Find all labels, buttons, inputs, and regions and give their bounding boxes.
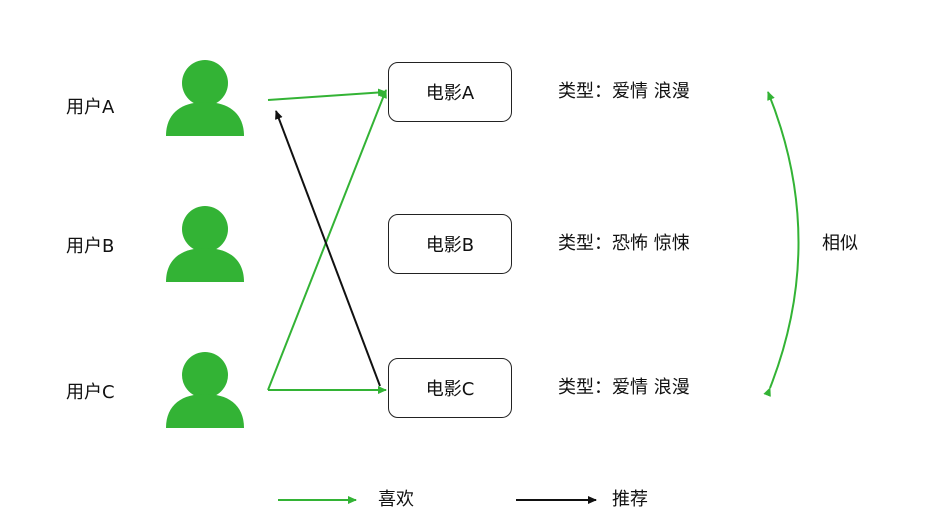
genre-label-c: 类型：爱情 浪漫 [558,377,690,398]
user-icon [166,60,244,136]
like-arrow-userC-movieA [267,89,387,391]
genre-label-a: 类型：爱情 浪漫 [558,81,690,102]
similar-label: 相似 [822,233,858,254]
similar-arc [763,91,800,397]
legend-recommend-label: 推荐 [612,489,648,510]
recommend-arrow-movieC-userA [275,110,381,387]
movie-label-a: 电影A [425,83,475,104]
user-icon [166,352,244,428]
movie-box-b: 电影B [388,214,512,274]
user-label-a: 用户A [66,97,115,118]
movie-label-b: 电影B [425,235,475,256]
user-label-b: 用户B [66,236,115,257]
movie-label-c: 电影C [425,379,475,400]
legend-like-label: 喜欢 [378,489,414,510]
user-icon [166,206,244,282]
movie-box-c: 电影C [388,358,512,418]
like-arrow-userA-movieA [267,88,387,101]
user-label-c: 用户C [66,382,115,403]
movie-box-a: 电影A [388,62,512,122]
genre-label-b: 类型：恐怖 惊悚 [558,233,690,254]
